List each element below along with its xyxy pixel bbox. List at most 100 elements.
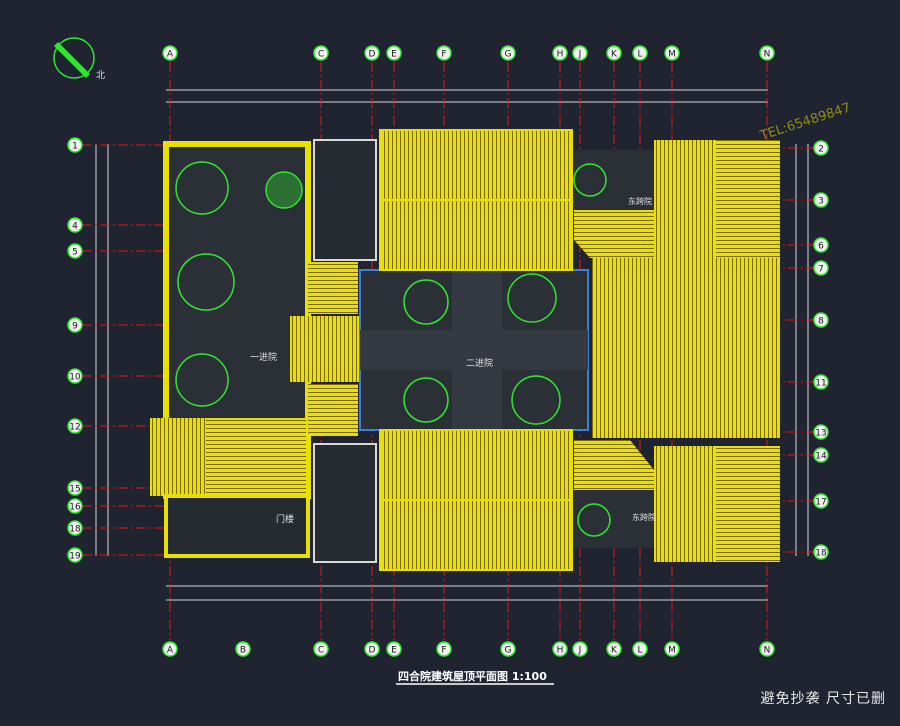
grid-left-1: 1 (67, 137, 83, 153)
tree-3 (175, 353, 229, 407)
east-wing-roof-left (592, 258, 686, 438)
tree-5 (507, 273, 557, 323)
room-label-yard-left: 一进院 (250, 351, 277, 363)
tree-6 (403, 377, 449, 423)
grid-top-H-label: H (557, 50, 564, 60)
grid-bottom-J-label: J (578, 646, 582, 656)
west-wing-roof-2 (206, 418, 306, 496)
north-hall-roof-bottom (379, 199, 573, 271)
grid-bottom-H-label: H (557, 646, 564, 656)
grid-right-7: 7 (813, 260, 829, 276)
grid-bottom-D: D (364, 641, 380, 657)
grid-bottom-F-label: F (441, 646, 446, 656)
grid-top-J-label: J (578, 50, 582, 60)
grid-top-L-label: L (637, 50, 642, 60)
grid-right-11: 11 (813, 374, 829, 390)
tree-4 (403, 279, 449, 325)
grid-bottom-L-label: L (637, 646, 642, 656)
tree-9 (577, 503, 611, 537)
grid-bottom-M-label: M (668, 646, 676, 656)
tree-8 (573, 163, 607, 197)
grid-bottom-M: M (664, 641, 680, 657)
grid-top-E: E (386, 45, 402, 61)
grid-right-8-label: 8 (818, 317, 824, 327)
court-ne-roof (574, 210, 654, 258)
north-hall-roof-top (379, 129, 573, 201)
grid-bottom-A-label: A (167, 646, 174, 656)
trees (175, 161, 611, 537)
grid-left-10-label: 10 (69, 373, 81, 383)
grid-bottom-J: J (572, 641, 588, 657)
grid-top-F-label: F (441, 50, 446, 60)
grid-top-M-label: M (668, 50, 676, 60)
grid-right-13: 13 (813, 424, 829, 440)
court-ne (574, 150, 654, 210)
grid-bottom-C-label: C (318, 646, 324, 656)
grid-right-6-label: 6 (818, 242, 824, 252)
grid-top-L: L (632, 45, 648, 61)
se-block-roof-b (716, 446, 780, 562)
grid-left-4-label: 4 (72, 222, 78, 232)
roofs (150, 129, 780, 571)
grid-top-C: C (313, 45, 329, 61)
grid-top-D: D (364, 45, 380, 61)
grid-left-15: 15 (67, 480, 83, 496)
grid-top-K-label: K (611, 50, 618, 60)
grid-bottom-C: C (313, 641, 329, 657)
grid-bottom-F: F (436, 641, 452, 657)
grid-right-13-label: 13 (815, 429, 826, 439)
grid-top-J: J (572, 45, 588, 61)
court-se (574, 490, 654, 548)
grid-left-15-label: 15 (69, 485, 80, 495)
tree-7 (511, 375, 561, 425)
grid-left-9: 9 (67, 317, 83, 333)
grid-left-12: 12 (67, 418, 83, 434)
grid-bottom-B: B (235, 641, 251, 657)
grid-top-D-label: D (369, 50, 376, 60)
grid-right-18-label: 18 (815, 549, 827, 559)
grid-bottom-B-label: B (240, 646, 246, 656)
grid-bottom-E: E (386, 641, 402, 657)
grid-left-5: 5 (67, 243, 83, 259)
room-label-court-ne: 东跨院 (628, 196, 652, 206)
grid-right-2: 2 (813, 140, 829, 156)
dimension-lines (95, 89, 809, 601)
grid-top-H: H (552, 45, 568, 61)
grid-right-3: 3 (813, 192, 829, 208)
room-label-court-se: 东跨院 (632, 512, 656, 522)
shrub-cluster (265, 171, 303, 209)
tree-2 (177, 253, 235, 311)
grid-top-C-label: C (318, 50, 324, 60)
grid-right-6: 6 (813, 237, 829, 253)
grid-top-M: M (664, 45, 680, 61)
se-block-roof-a (654, 446, 716, 562)
passage-south (313, 443, 377, 563)
grid-top-A-label: A (167, 50, 174, 60)
grid-bottom-G-label: G (505, 646, 512, 656)
gate-roof-3 (308, 384, 358, 436)
east-wing-roof-right (686, 258, 780, 438)
north-arrow-icon (53, 37, 95, 79)
west-wing-roof (150, 418, 210, 496)
grid-bottom-K: K (606, 641, 622, 657)
grid-right-2-label: 2 (818, 145, 824, 155)
courtyard-path-v (452, 270, 502, 430)
drawing-title: 四合院建筑屋顶平面图 1:100 (398, 669, 547, 683)
grid-top-N: N (759, 45, 775, 61)
passage-north (313, 139, 377, 261)
grid-top-G-label: G (505, 50, 512, 60)
grid-left-18: 18 (67, 520, 83, 536)
grid-top-E-label: E (391, 50, 397, 60)
watermark-text: TEL:65489847 (758, 101, 853, 145)
grid-left-12-label: 12 (69, 423, 80, 433)
gate-area (164, 494, 310, 558)
grid-bottom-L: L (632, 641, 648, 657)
grid-right-14: 14 (813, 447, 829, 463)
grid-right-14-label: 14 (815, 452, 827, 462)
court-se-roof (574, 440, 654, 490)
grid-top-F: F (436, 45, 452, 61)
grid-left-5-label: 5 (72, 248, 78, 258)
grid-right-17-label: 17 (815, 498, 826, 508)
grid-right-8: 8 (813, 312, 829, 328)
